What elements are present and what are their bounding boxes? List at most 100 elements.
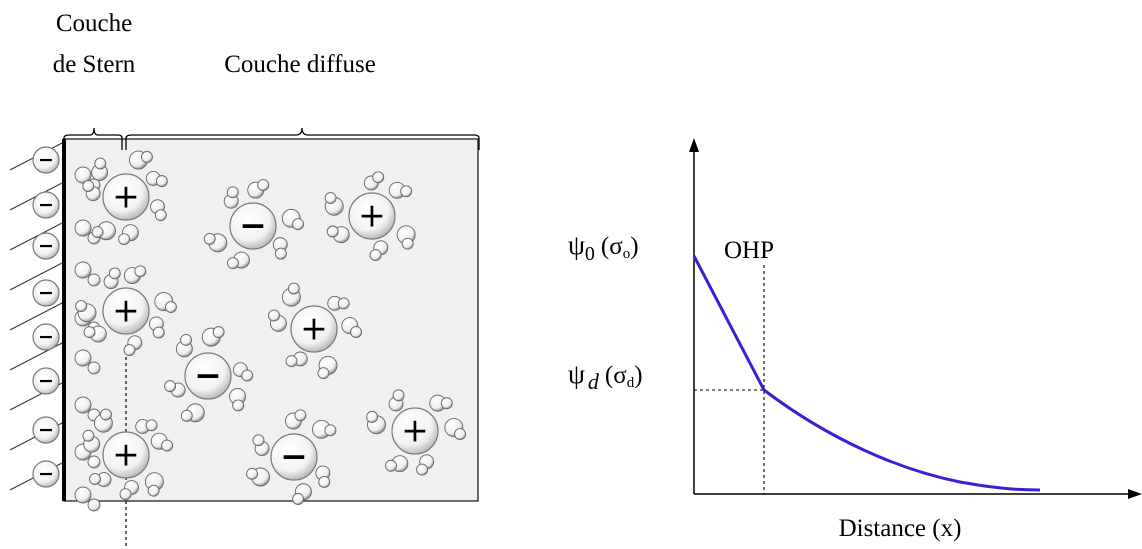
psi0-label: ψ0(σo): [568, 230, 639, 265]
water-molecule: [180, 409, 193, 422]
ion-body: [32, 146, 60, 174]
water-molecule: [454, 428, 466, 441]
water-molecule: [317, 367, 330, 380]
water-molecule: [161, 439, 174, 452]
surface-charge-anion: −: [32, 146, 60, 174]
water-molecule: [337, 297, 350, 310]
water-molecule: [74, 261, 92, 279]
surface-charge-anion: −: [32, 460, 60, 488]
surface-charge-anion: −: [32, 367, 60, 395]
water-molecule: [123, 344, 136, 357]
x-axis-label: Distance (x): [839, 515, 962, 542]
stern-layer-cation: +: [102, 173, 150, 221]
psi0-symbol: ψ: [568, 230, 585, 260]
water-molecule: [226, 186, 239, 199]
water-molecule: [318, 475, 331, 488]
minus-sign: −: [38, 463, 54, 485]
plus-sign: +: [112, 434, 140, 473]
water-molecule: [294, 409, 307, 422]
ion-body: [391, 407, 439, 455]
surface-charge-anion: −: [32, 279, 60, 307]
water-molecule: [83, 326, 96, 339]
water-molecule: [75, 300, 88, 312]
minus-sign: −: [38, 194, 54, 216]
minus-sign: −: [38, 149, 54, 171]
surface-charge-anion: −: [32, 416, 60, 444]
surface-charge-anion: −: [32, 323, 60, 351]
diffuse-layer-cation: +: [391, 407, 439, 455]
ion-body: [348, 192, 396, 240]
ion-body: [270, 433, 318, 481]
water-molecule: [274, 247, 287, 260]
water-molecule: [246, 467, 259, 480]
minus-sign: −: [239, 205, 267, 244]
minus-sign: −: [38, 282, 54, 304]
water-molecule: [87, 498, 101, 512]
ion-body: [32, 323, 60, 351]
water-molecule: [287, 282, 300, 295]
minus-sign: −: [38, 326, 54, 348]
ion-body: [102, 431, 150, 479]
diffuse-layer-brace: [125, 127, 480, 150]
plus-sign: +: [300, 308, 328, 347]
ion-body: [229, 202, 277, 250]
ion-body: [32, 279, 60, 307]
water-molecule: [89, 473, 101, 486]
psid-symbol: ψ: [568, 359, 585, 389]
ion-body: [32, 416, 60, 444]
water-molecule: [252, 434, 265, 447]
plus-sign: +: [401, 410, 429, 449]
ion-body: [102, 173, 150, 221]
water-molecule: [87, 361, 101, 375]
surface-charge-anion: −: [32, 191, 60, 219]
diffuse-layer-cation: +: [348, 192, 396, 240]
water-molecule: [145, 419, 158, 432]
water-molecule: [108, 267, 121, 280]
psid-subscript: d: [588, 369, 600, 394]
psid-sigma-subscript: d: [627, 375, 635, 391]
stern-layer-brace: [63, 127, 123, 150]
ion-body: [32, 191, 60, 219]
psi0-close: ): [630, 233, 638, 260]
water-molecule: [91, 226, 104, 239]
minus-sign: −: [38, 370, 54, 392]
water-molecules: [74, 150, 466, 512]
water-molecule: [74, 349, 92, 367]
plus-sign: +: [112, 176, 140, 215]
water-molecule: [366, 410, 379, 423]
water-molecule: [180, 334, 192, 346]
plus-sign: +: [358, 195, 386, 234]
stern-layer-cation: +: [102, 431, 150, 479]
ion-body: [32, 367, 60, 395]
water-molecule: [372, 171, 385, 184]
psid-close: ): [634, 362, 642, 389]
y-axis-arrow: [689, 138, 699, 152]
water-molecule: [257, 179, 270, 192]
ion-body: [102, 287, 150, 335]
water-molecule: [392, 389, 405, 402]
potential-curve: [692, 255, 1041, 492]
water-molecule: [134, 265, 147, 278]
diffuse-layer-label: Couche diffuse: [224, 51, 376, 78]
psi0-sigma: (σ: [601, 233, 623, 260]
stern-layer-cation: +: [102, 287, 150, 335]
water-molecule: [164, 380, 177, 393]
water-molecule: [82, 429, 95, 442]
diffuse-layer-cation: +: [290, 305, 338, 353]
psi0-subscript: 0: [585, 243, 595, 265]
water-molecule: [292, 493, 305, 505]
water-molecule: [74, 166, 92, 184]
water-molecule: [87, 455, 101, 469]
water-molecule: [241, 369, 254, 382]
water-molecule: [416, 463, 429, 476]
water-molecule: [350, 326, 363, 339]
ion-body: [32, 232, 60, 260]
water-molecule: [74, 396, 92, 414]
water-molecule: [147, 484, 160, 497]
double-layer-diagram: −−−−−−−−+++−++−−+ Couche de Stern Couche…: [9, 10, 480, 549]
diffuse-layer-anion: −: [270, 433, 318, 481]
minus-sign: −: [280, 436, 308, 475]
ion-body: [184, 352, 232, 400]
